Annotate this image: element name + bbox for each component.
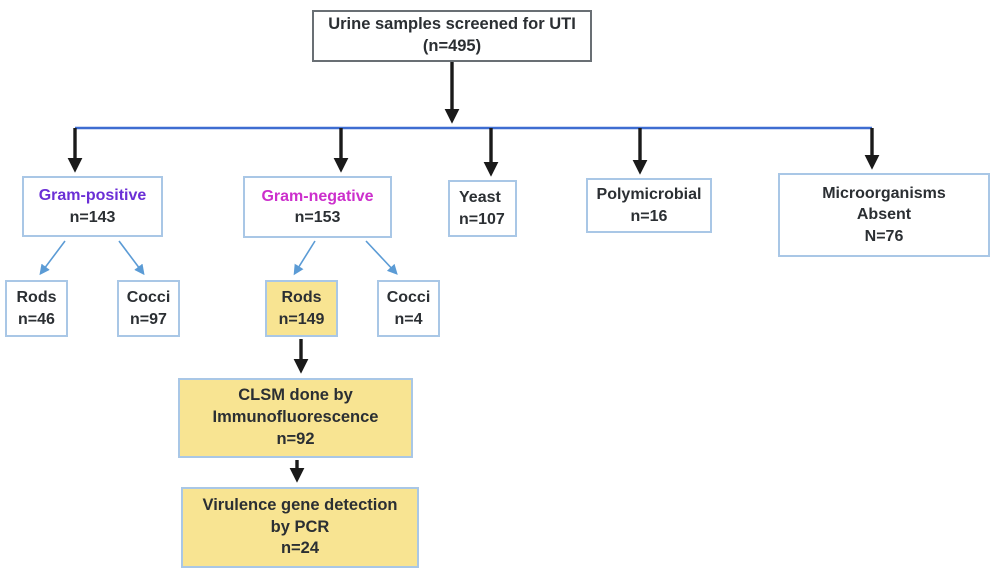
node-clsm-line3: n=92 — [276, 429, 315, 448]
arrow-gp-to-rods — [39, 240, 66, 276]
node-microorganisms-absent-line2: Absent — [856, 206, 912, 224]
node-polymicrobial-line2: n=16 — [630, 207, 668, 225]
node-yeast-line1: Yeast — [459, 189, 501, 207]
node-gn-cocci: Cocci n=4 — [377, 280, 440, 337]
node-yeast-line2: n=107 — [459, 210, 505, 228]
arrow-gp-to-cocci — [118, 240, 145, 276]
node-gram-negative-label: Gram-negative — [261, 187, 374, 205]
node-virulence-line2: by PCR — [270, 517, 330, 536]
arrow-gn-to-rods — [293, 240, 316, 276]
node-root-line2: (n=495) — [422, 37, 482, 55]
node-gram-negative: Gram-negative n=153 — [243, 176, 392, 238]
node-gram-positive-label: Gram-positive — [38, 187, 147, 205]
node-clsm-line1: CLSM done by — [238, 386, 353, 405]
node-gn-cocci-line1: Cocci — [386, 289, 431, 307]
node-polymicrobial: Polymicrobial n=16 — [586, 178, 712, 233]
node-clsm-line2: Immunofluorescence — [212, 408, 379, 427]
node-gn-cocci-line2: n=4 — [394, 310, 423, 328]
node-gram-positive-count: n=143 — [69, 208, 116, 226]
node-microorganisms-absent: Microorganisms Absent N=76 — [778, 173, 990, 257]
node-microorganisms-absent-line3: N=76 — [864, 227, 904, 245]
node-gp-rods-line2: n=46 — [18, 310, 55, 328]
node-root-line1: Urine samples screened for UTI — [328, 15, 576, 34]
node-gn-rods-line1: Rods — [281, 289, 322, 307]
node-gn-rods-line2: n=149 — [278, 310, 325, 328]
node-gp-cocci-line2: n=97 — [130, 310, 167, 328]
node-gram-negative-count: n=153 — [294, 209, 341, 226]
node-gp-cocci-line1: Cocci — [126, 289, 171, 307]
node-gp-rods: Rods n=46 — [5, 280, 68, 337]
node-virulence-line1: Virulence gene detection — [202, 495, 398, 514]
node-gram-positive: Gram-positive n=143 — [22, 176, 163, 237]
node-virulence: Virulence gene detection by PCR n=24 — [181, 487, 419, 568]
arrow-gn-to-cocci — [365, 240, 398, 275]
node-yeast: Yeast n=107 — [448, 180, 517, 237]
node-gp-cocci: Cocci n=97 — [117, 280, 180, 337]
node-root: Urine samples screened for UTI (n=495) — [312, 10, 592, 62]
node-polymicrobial-line1: Polymicrobial — [596, 186, 702, 204]
node-virulence-line3: n=24 — [280, 539, 320, 558]
node-microorganisms-absent-line1: Microorganisms — [822, 185, 946, 203]
node-gp-rods-line1: Rods — [16, 289, 57, 307]
node-gn-rods: Rods n=149 — [265, 280, 338, 337]
node-clsm: CLSM done by Immunofluorescence n=92 — [178, 378, 413, 458]
